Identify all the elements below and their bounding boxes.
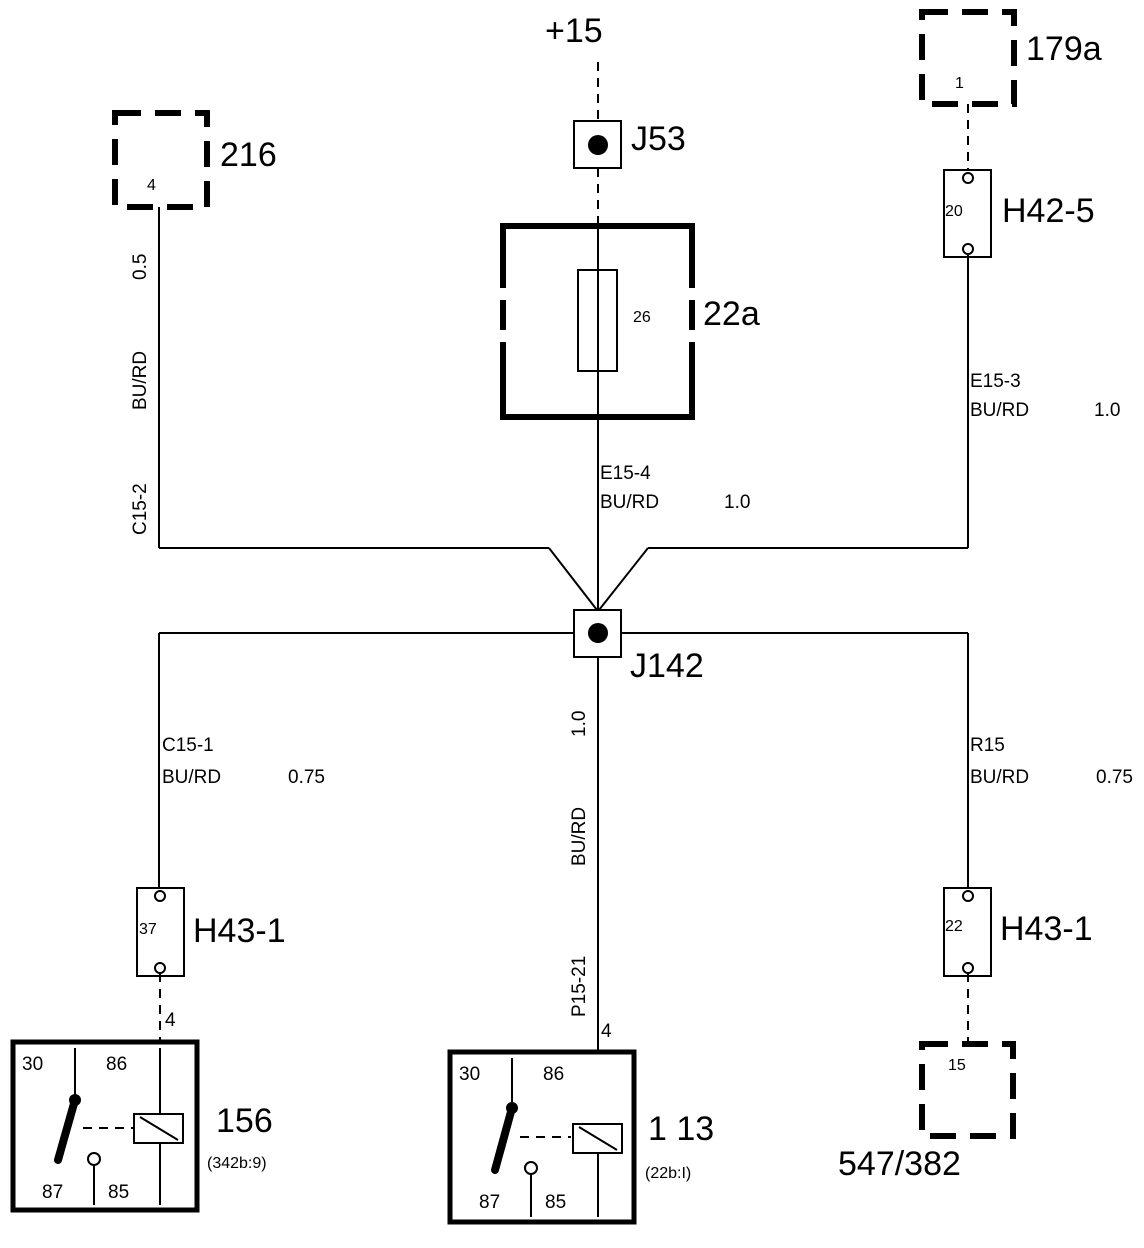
h42-5-pin: 20 bbox=[945, 203, 963, 220]
relay-113-label: 1 13 bbox=[648, 1110, 714, 1148]
connector-216-label: 216 bbox=[220, 136, 277, 174]
connector-547-pin: 15 bbox=[948, 1057, 966, 1074]
relay-113-terminal-86: 86 bbox=[543, 1064, 564, 1085]
right-top-wire-code: E15-3 bbox=[970, 371, 1021, 392]
center-bottom-relay-pin: 4 bbox=[601, 1021, 612, 1042]
h42-5-pin-bottom bbox=[962, 243, 974, 255]
connector-179a-label: 179a bbox=[1026, 30, 1102, 68]
h43-1-right-pin-top bbox=[962, 890, 974, 902]
relay-156-terminal-87: 87 bbox=[42, 1182, 63, 1203]
h43-1-right-label: H43-1 bbox=[1000, 910, 1093, 948]
center-bottom-wire-code: P15-21 bbox=[569, 956, 590, 1017]
center-top-wire-color: BU/RD bbox=[600, 492, 659, 513]
h42-5-label: H42-5 bbox=[1002, 192, 1095, 230]
junction-j53-dot bbox=[588, 135, 608, 155]
center-bottom-wire-color: BU/RD bbox=[569, 807, 590, 866]
center-top-wire-code: E15-4 bbox=[600, 463, 651, 484]
h43-1-left-pin-top bbox=[154, 890, 166, 902]
right-top-wire-color: BU/RD bbox=[970, 400, 1029, 421]
left-top-wire-size: 0.5 bbox=[130, 254, 151, 280]
relay-156-contact-87 bbox=[87, 1152, 101, 1166]
relay-156-terminal-86: 86 bbox=[106, 1054, 127, 1075]
junction-j53-label: J53 bbox=[631, 120, 686, 158]
left-top-wire-color: BU/RD bbox=[130, 351, 151, 410]
left-bottom-wire-color: BU/RD bbox=[162, 767, 221, 788]
fuse-number: 26 bbox=[633, 309, 651, 326]
right-top-wire-diagonal bbox=[598, 547, 649, 611]
connector-h43-1-right[interactable] bbox=[943, 887, 992, 977]
relay-156-label: 156 bbox=[216, 1102, 273, 1140]
relay-113-box[interactable] bbox=[447, 1049, 637, 1225]
h43-1-right-pin: 22 bbox=[945, 918, 963, 935]
relay-156-ref: (342b:9) bbox=[207, 1155, 267, 1172]
center-top-wire-size: 1.0 bbox=[724, 492, 750, 513]
relay-113-contact-87 bbox=[524, 1161, 538, 1175]
relay-113-ref: (22b:I) bbox=[645, 1165, 691, 1182]
relay-113-terminal-85: 85 bbox=[545, 1192, 566, 1213]
relay-156-coil-diagonal bbox=[139, 1116, 179, 1141]
relay-113-coil-diagonal bbox=[578, 1126, 618, 1151]
left-bottom-wire-code: C15-1 bbox=[162, 735, 214, 756]
right-bottom-wire-color: BU/RD bbox=[970, 767, 1029, 788]
connector-547-label: 547/382 bbox=[838, 1145, 961, 1183]
supply-label: +15 bbox=[545, 12, 603, 50]
h42-5-pin-top bbox=[962, 172, 974, 184]
left-bottom-relay-pin: 4 bbox=[165, 1010, 176, 1031]
relay-156-terminal-85: 85 bbox=[108, 1182, 129, 1203]
connector-179a[interactable] bbox=[919, 9, 1017, 107]
h43-1-left-pin-bottom bbox=[154, 962, 166, 974]
h43-1-right-pin-bottom bbox=[962, 962, 974, 974]
relay-113-switch-blade bbox=[491, 1104, 516, 1174]
connector-216-pin: 4 bbox=[147, 177, 156, 194]
relay-113-terminal-30: 30 bbox=[459, 1064, 480, 1085]
connector-216[interactable] bbox=[112, 110, 210, 210]
junction-j142-dot bbox=[588, 623, 608, 643]
right-bottom-wire-code: R15 bbox=[970, 735, 1005, 756]
left-bottom-wire-size: 0.75 bbox=[288, 767, 325, 788]
right-top-wire-size: 1.0 bbox=[1094, 400, 1120, 421]
connector-547-382[interactable] bbox=[919, 1041, 1016, 1139]
h43-1-left-label: H43-1 bbox=[193, 912, 286, 950]
connector-179a-pin: 1 bbox=[955, 75, 964, 92]
left-top-wire-code: C15-2 bbox=[130, 483, 151, 535]
relay-156-terminal-30: 30 bbox=[22, 1054, 43, 1075]
relay-156-box[interactable] bbox=[10, 1039, 200, 1213]
junction-j142-label: J142 bbox=[630, 647, 704, 685]
center-bottom-wire-size: 1.0 bbox=[569, 711, 590, 737]
relay-156-switch-blade bbox=[54, 1096, 79, 1164]
left-top-wire-diagonal bbox=[548, 547, 598, 611]
h43-1-left-pin: 37 bbox=[139, 921, 157, 938]
fuse-box-label: 22a bbox=[703, 295, 760, 333]
relay-113-terminal-87: 87 bbox=[479, 1192, 500, 1213]
right-bottom-wire-size: 0.75 bbox=[1096, 767, 1133, 788]
